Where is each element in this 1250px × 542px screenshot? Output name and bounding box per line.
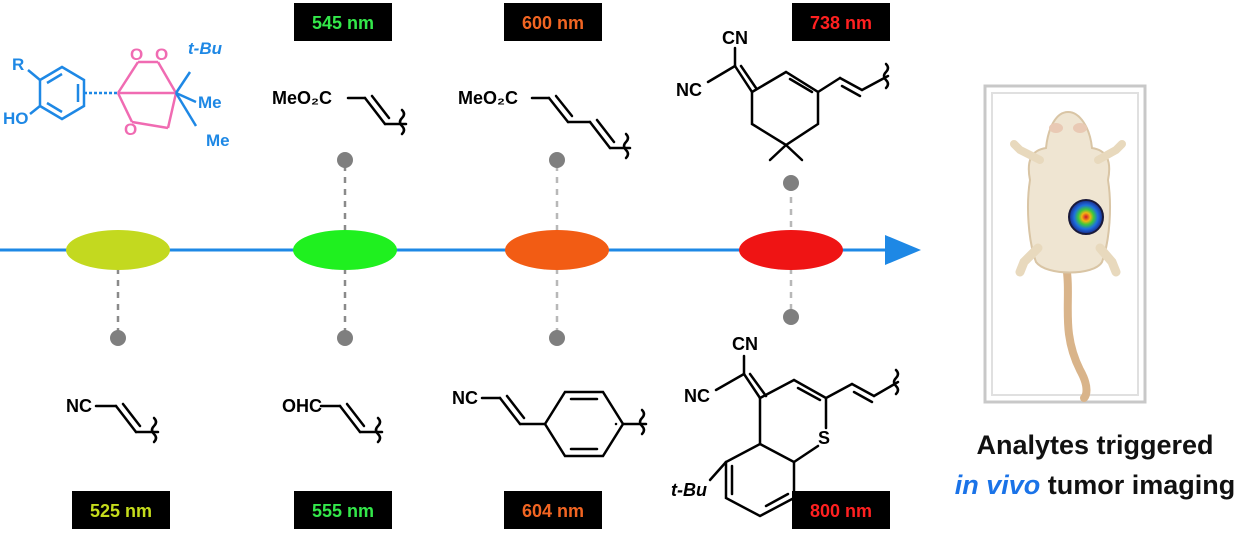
node-738	[783, 175, 799, 191]
connectors	[116, 165, 793, 332]
label-box-525	[72, 491, 170, 529]
node-545	[337, 152, 353, 168]
imaging-frame-outer	[983, 84, 1147, 404]
cyanostyryl: NC	[452, 388, 648, 458]
mouse-limb-front-left	[1010, 140, 1044, 164]
label-box-800	[792, 491, 890, 529]
methyl-dienoate: MeO₂C	[458, 88, 632, 160]
emission-ellipse-545	[293, 230, 397, 270]
mouse-ear-right	[1073, 123, 1087, 133]
label-box-738	[792, 3, 890, 41]
t-butyl-label: t-Bu	[188, 39, 223, 58]
wavelength-800: 800 nm	[810, 501, 872, 521]
imaging-frame-inner	[991, 92, 1139, 396]
mouse-limb-hind-right	[1095, 243, 1121, 277]
emission-ellipse-738	[739, 230, 843, 270]
wavelength-555: 555 nm	[312, 501, 374, 521]
thio-tbu-label: t-Bu	[671, 480, 707, 500]
furan-oxygen: O	[124, 120, 137, 139]
label-box-555	[294, 491, 392, 529]
caption-in-vivo: in vivo	[954, 470, 1041, 500]
node-525	[110, 330, 126, 346]
nodes	[110, 152, 799, 346]
wavelength-labels: 545 nm 600 nm 738 nm 525 nm 555 nm 604 n…	[72, 3, 890, 529]
wavelength-604: 604 nm	[522, 501, 584, 521]
thio-nc-label: NC	[684, 386, 710, 406]
dioxetane-oxygen-2: O	[155, 45, 168, 64]
tumor-signal	[1068, 199, 1104, 235]
wavelength-738: 738 nm	[810, 13, 872, 33]
emission-ellipse-525	[66, 230, 170, 270]
mouse-imaging-panel	[983, 84, 1147, 404]
thio-cn-label: CN	[732, 334, 758, 354]
thio-s-label: S	[818, 428, 830, 448]
isophorone-nc-label: NC	[676, 80, 702, 100]
node-604	[549, 330, 565, 346]
methyl-dienoate-label: MeO₂C	[458, 88, 518, 108]
thiochromene-dye: CN NC S t-Bu	[671, 334, 900, 518]
label-box-600	[504, 3, 602, 41]
emission-ellipse-600	[505, 230, 609, 270]
node-555	[337, 330, 353, 346]
isophorone-cn-label: CN	[722, 28, 748, 48]
wavelength-545: 545 nm	[312, 13, 374, 33]
acceptor-structures: MeO₂C MeO₂C	[66, 28, 900, 518]
hydroxy-label: HO	[3, 109, 29, 128]
acrolein-label: OHC	[282, 396, 322, 416]
methyl-label-2: Me	[206, 131, 230, 150]
methyl-label-1: Me	[198, 93, 222, 112]
mouse-ear-left	[1049, 123, 1063, 133]
node-600	[549, 152, 565, 168]
acrolein: OHC	[282, 396, 384, 444]
caption-line-2: in vivo tumor imaging	[940, 470, 1250, 501]
cyanostyryl-label: NC	[452, 388, 478, 408]
r-group-label: R	[12, 55, 24, 74]
wavelength-525: 525 nm	[90, 501, 152, 521]
label-box-545	[294, 3, 392, 41]
node-800	[783, 309, 799, 325]
caption-tumor-imaging: tumor imaging	[1040, 470, 1236, 500]
wavelength-600: 600 nm	[522, 13, 584, 33]
caption-line-1: Analytes triggered	[976, 430, 1214, 460]
mouse-tail	[1062, 261, 1091, 402]
methyl-acrylate: MeO₂C	[272, 88, 408, 136]
acrylonitrile-label: NC	[66, 396, 92, 416]
mouse-limb-hind-left	[1015, 243, 1043, 277]
mouse-limb-front-right	[1094, 140, 1126, 164]
dioxetane-structure: R HO O O O t-Bu Me Me	[3, 39, 230, 150]
label-box-604	[504, 491, 602, 529]
methyl-acrylate-label: MeO₂C	[272, 88, 332, 108]
dioxetane-oxygen-1: O	[130, 45, 143, 64]
acrylonitrile: NC	[66, 396, 160, 444]
isophorone-dye: CN NC	[676, 28, 890, 162]
